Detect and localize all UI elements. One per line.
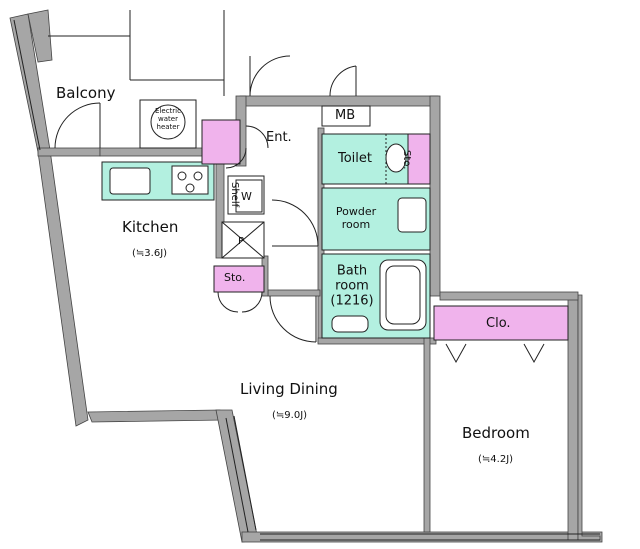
kitchen-label: Kitchen (122, 218, 179, 236)
room-lines (48, 10, 225, 96)
bath-room-line-1: Bath (336, 263, 368, 279)
bath-room-line-2: room (335, 278, 369, 294)
bath-room-line-3: (1216) (330, 293, 374, 309)
living-dining-size: (≒9.0J) (272, 410, 308, 421)
bedroom-label: Bedroom (462, 424, 530, 442)
balcony-label: Balcony (56, 84, 116, 102)
pipe-label: P (238, 236, 245, 247)
entrance-label: Ent. (266, 130, 292, 145)
powder-room-line-2: room (341, 218, 371, 231)
living-dining-label: Living Dining (240, 380, 338, 398)
fixtures (109, 99, 427, 333)
water-heater-line-2: water (158, 115, 178, 123)
water-heater-line-3: heater (156, 123, 180, 131)
storage-label: Sto. (224, 271, 246, 284)
mb-label: MB (335, 108, 356, 123)
toilet-storage-label: Sto. (401, 150, 412, 170)
doors (13, 19, 600, 541)
water-heater-line-1: Electric (155, 107, 181, 115)
powder-room-label: Powder room (336, 205, 376, 231)
washer-label: W (241, 190, 252, 203)
shelf-label: Shelf (229, 182, 240, 208)
closet-label: Clo. (486, 316, 511, 331)
bedroom-size: (≒4.2J) (478, 454, 514, 465)
bath-room-label: Bath room (1216) (330, 264, 373, 309)
toilet-label: Toilet (338, 151, 373, 166)
water-heater-label: Electric water heater (150, 107, 186, 131)
kitchen-size: (≒3.6J) (132, 248, 168, 259)
powder-room-line-1: Powder (335, 205, 377, 218)
storage-areas (201, 119, 569, 341)
